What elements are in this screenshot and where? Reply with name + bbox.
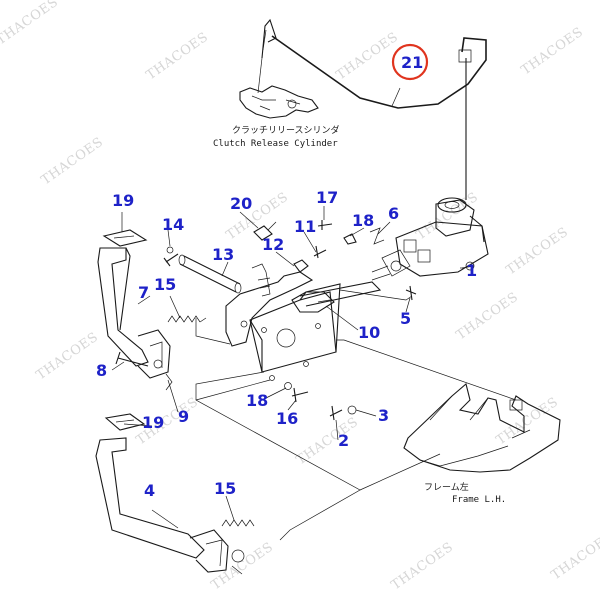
watermark: THACOES xyxy=(0,0,61,48)
callout-9: 9 xyxy=(178,407,189,426)
watermark: THACOES xyxy=(144,30,212,84)
callout-2: 2 xyxy=(338,431,349,450)
watermark: THACOES xyxy=(504,225,572,279)
callout-8: 8 xyxy=(96,361,107,380)
callout-5: 5 xyxy=(400,309,411,328)
callout-leaders xyxy=(111,87,464,529)
callout-19-lower: 19 xyxy=(142,413,164,432)
pedal-bracket xyxy=(225,263,341,381)
callout-16: 16 xyxy=(276,409,298,428)
watermark: THACOES xyxy=(294,415,362,469)
pedal-shaft xyxy=(178,254,242,294)
callout-6: 6 xyxy=(388,204,399,223)
callout-4: 4 xyxy=(144,481,155,500)
watermark: THACOES xyxy=(209,540,277,594)
callout-18-lower: 18 xyxy=(246,391,268,410)
lower-pedal xyxy=(95,413,245,575)
callout-numbers: 1 2 3 4 5 6 7 8 9 10 11 12 13 14 15 15 1… xyxy=(96,53,477,500)
upper-pedal xyxy=(97,229,171,379)
clutch-label-jp: クラッチリリースシリンダ xyxy=(232,124,340,136)
frame-label-en: Frame L.H. xyxy=(452,495,506,505)
frame-lh xyxy=(403,383,561,473)
callout-21: 21 xyxy=(401,53,423,72)
assembly-guides xyxy=(195,289,517,541)
callout-20: 20 xyxy=(230,194,252,213)
callout-17: 17 xyxy=(316,188,338,207)
master-cylinder xyxy=(371,197,489,281)
watermark: THACOES xyxy=(389,540,457,594)
callout-18-upper: 18 xyxy=(352,211,374,230)
callout-15-lower: 15 xyxy=(214,479,236,498)
clutch-label-en: Clutch Release Cylinder xyxy=(213,139,338,149)
callout-15-upper: 15 xyxy=(154,275,176,294)
callout-19-upper: 19 xyxy=(112,191,134,210)
callout-11: 11 xyxy=(294,217,316,236)
watermark: THACOES xyxy=(34,330,102,384)
callout-12: 12 xyxy=(262,235,284,254)
callout-1: 1 xyxy=(466,261,477,280)
watermark: THACOES xyxy=(334,30,402,84)
watermark: THACOES xyxy=(519,25,587,79)
callout-7: 7 xyxy=(138,283,149,302)
callout-13: 13 xyxy=(212,245,234,264)
watermark: THACOES xyxy=(39,135,107,189)
fasteners xyxy=(115,220,417,527)
callout-10: 10 xyxy=(358,323,380,342)
watermark: THACOES xyxy=(549,530,600,584)
clutch-release-cylinder xyxy=(239,18,319,119)
callout-14: 14 xyxy=(162,215,184,234)
highlight-ring xyxy=(391,43,429,81)
push-rod xyxy=(291,281,382,313)
frame-label-jp: フレーム左 xyxy=(424,481,469,493)
hydraulic-pipe xyxy=(271,35,487,200)
callout-3: 3 xyxy=(378,406,389,425)
watermark: THACOES xyxy=(454,290,522,344)
